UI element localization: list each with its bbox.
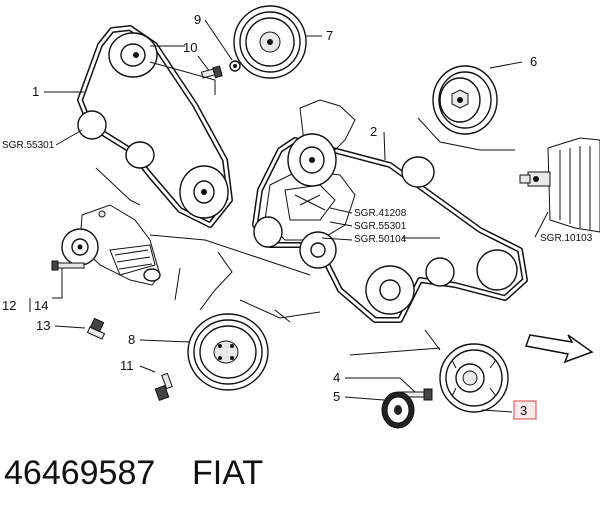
bracket-line-10 bbox=[149, 61, 216, 95]
leader-2 bbox=[383, 131, 386, 161]
ref-sgr-55301-left: SGR.55301 bbox=[2, 140, 55, 151]
belt-1-top-pulley bbox=[108, 32, 158, 78]
callout-6: 6 bbox=[530, 54, 537, 69]
callout-8: 8 bbox=[128, 332, 135, 347]
leader-sgr-50104 bbox=[321, 237, 353, 241]
brand-name: FIAT bbox=[192, 454, 263, 492]
pulley-7 bbox=[233, 5, 307, 79]
leader-9 bbox=[204, 19, 233, 61]
callout-14: 14 bbox=[34, 298, 48, 313]
belt-1-crank-pulley bbox=[179, 165, 229, 219]
idler-6 bbox=[432, 65, 498, 135]
ref-sgr-41208: SGR.41208 bbox=[354, 208, 407, 219]
alternator-pulley bbox=[287, 133, 337, 187]
callout-3: 3 bbox=[520, 403, 527, 418]
leader-3 bbox=[481, 409, 513, 413]
bracket-12-14 bbox=[52, 268, 63, 299]
leader-sgr-55301-left bbox=[55, 129, 83, 146]
callout-5: 5 bbox=[333, 389, 340, 404]
grouping-lines bbox=[95, 117, 515, 356]
leader-5 bbox=[344, 396, 385, 401]
belt-2-lower-idler bbox=[365, 265, 415, 315]
callout-11: 11 bbox=[120, 358, 134, 373]
callout-2: 2 bbox=[370, 124, 377, 139]
belt-2-left-small-pulley bbox=[253, 216, 283, 248]
bolt-11 bbox=[154, 372, 173, 401]
highlight-box-3 bbox=[513, 400, 537, 420]
callout-7: 7 bbox=[326, 28, 333, 43]
belt-2 bbox=[252, 137, 528, 323]
tensioner-bolt bbox=[51, 260, 85, 271]
leader-sgr-41208 bbox=[329, 207, 353, 214]
bolt-10 bbox=[200, 65, 223, 79]
leader-4b bbox=[399, 377, 416, 393]
pulley-8 bbox=[187, 313, 269, 391]
leader-13 bbox=[54, 325, 86, 329]
leader-8 bbox=[139, 339, 191, 343]
leader-10b bbox=[197, 55, 211, 73]
leader-6 bbox=[489, 61, 523, 69]
callout-12: 12 bbox=[2, 298, 16, 313]
callout-1: 1 bbox=[32, 84, 39, 99]
belt-1-left-idler bbox=[77, 110, 107, 140]
idler-3 bbox=[439, 343, 509, 413]
part-number: 46469587 bbox=[4, 454, 155, 492]
direction-arrow-icon bbox=[524, 334, 594, 364]
alternator-right bbox=[519, 137, 600, 233]
leader-sgr-55301-mid bbox=[329, 221, 353, 227]
washer-9 bbox=[229, 60, 241, 72]
cover-5 bbox=[381, 391, 415, 429]
belt-1 bbox=[77, 25, 233, 228]
bolt-13 bbox=[86, 317, 106, 340]
belt-1-mid-idler bbox=[125, 141, 155, 169]
callout-4: 4 bbox=[333, 370, 340, 385]
leader-sgr-10103 bbox=[534, 211, 549, 238]
leader-11 bbox=[139, 365, 156, 373]
belt-2-right-idler bbox=[476, 249, 518, 291]
callout-10: 10 bbox=[183, 40, 197, 55]
tensioner-pulley-right bbox=[401, 156, 435, 188]
ref-sgr-55301-mid: SGR.55301 bbox=[354, 221, 407, 232]
ref-sgr-10103: SGR.10103 bbox=[540, 233, 593, 244]
tensioner-assembly bbox=[61, 204, 161, 286]
callout-13: 13 bbox=[36, 318, 50, 333]
belt-2-lower-pulley bbox=[425, 257, 455, 287]
callout-9: 9 bbox=[194, 12, 201, 27]
belt-2-crank-pulley bbox=[299, 231, 337, 269]
ref-sgr-50104: SGR.50104 bbox=[354, 234, 407, 245]
